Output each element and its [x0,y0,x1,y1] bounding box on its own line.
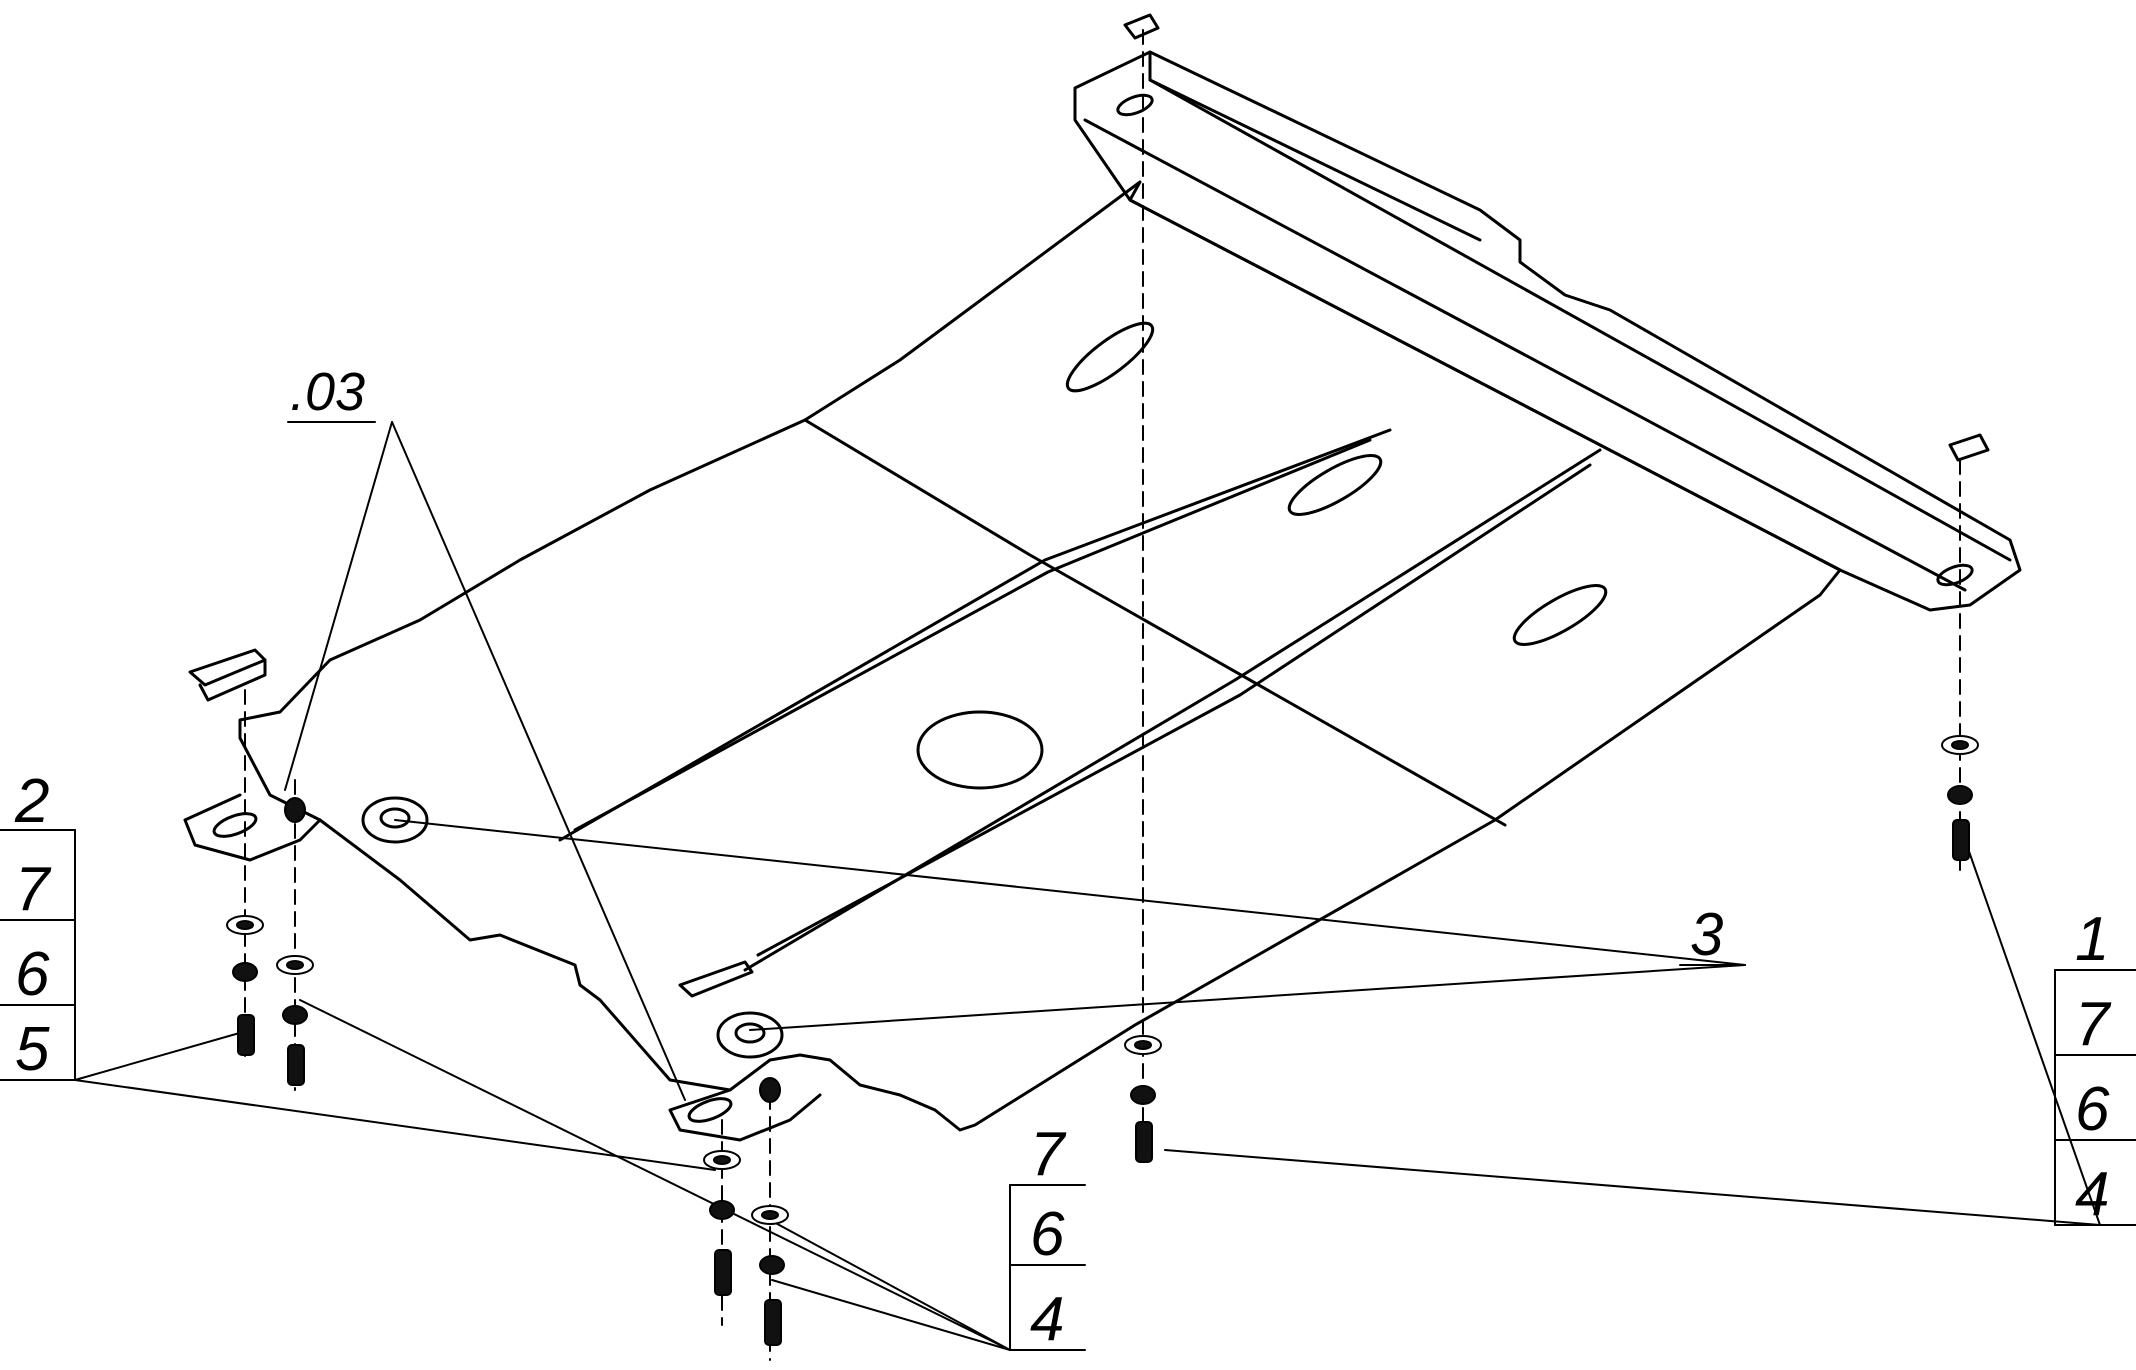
callout-bottom-3: 4 [1030,1285,1064,1354]
bushing-right [716,1011,784,1059]
washer-stack-right [1941,735,1979,861]
callout-left-frame [0,829,76,1081]
washer-stack-bottom-2 [751,1077,789,1346]
callout-bottom-2: 6 [1030,1200,1065,1269]
clip-nut-right [1948,433,1990,462]
label-part-3: 3 [1690,901,1723,968]
label-part-03: .03 [290,362,365,422]
washer-stack-left-1 [226,915,264,1056]
clip-nut-top [1123,13,1160,40]
callout-bottom-1: 7 [1030,1120,1067,1189]
clip-nut-left [188,648,267,702]
callout-left-2: 7 [15,855,52,924]
callout-bottom-frame [1009,1184,1086,1351]
washer-stack-left-2 [276,797,314,1086]
callout-right-1: 1 [2075,905,2109,974]
callout-right-2: 7 [2075,990,2112,1059]
washer-stack-bottom-1 [703,1150,741,1296]
clip-nut-center [678,960,754,998]
callout-left-3: 6 [15,940,50,1009]
right-mount-ear [668,1088,822,1142]
callout-right-3: 6 [2075,1075,2110,1144]
callout-left-4: 5 [15,1015,50,1084]
callout-right: 1 7 6 4 [2075,905,2112,1229]
front-mount-bracket [1073,50,2022,612]
bushing-left [361,796,429,844]
left-mount-ear [183,793,322,862]
callout-bottom: 7 6 4 [1030,1120,1067,1354]
skid-plate [238,180,1842,1132]
callout-left: 2 7 6 5 [14,767,52,1084]
callout-right-frame [2054,969,2136,1226]
washer-stack-center [1124,1035,1162,1163]
callout-left-1: 2 [14,767,49,836]
callout-right-4: 4 [2075,1160,2109,1229]
